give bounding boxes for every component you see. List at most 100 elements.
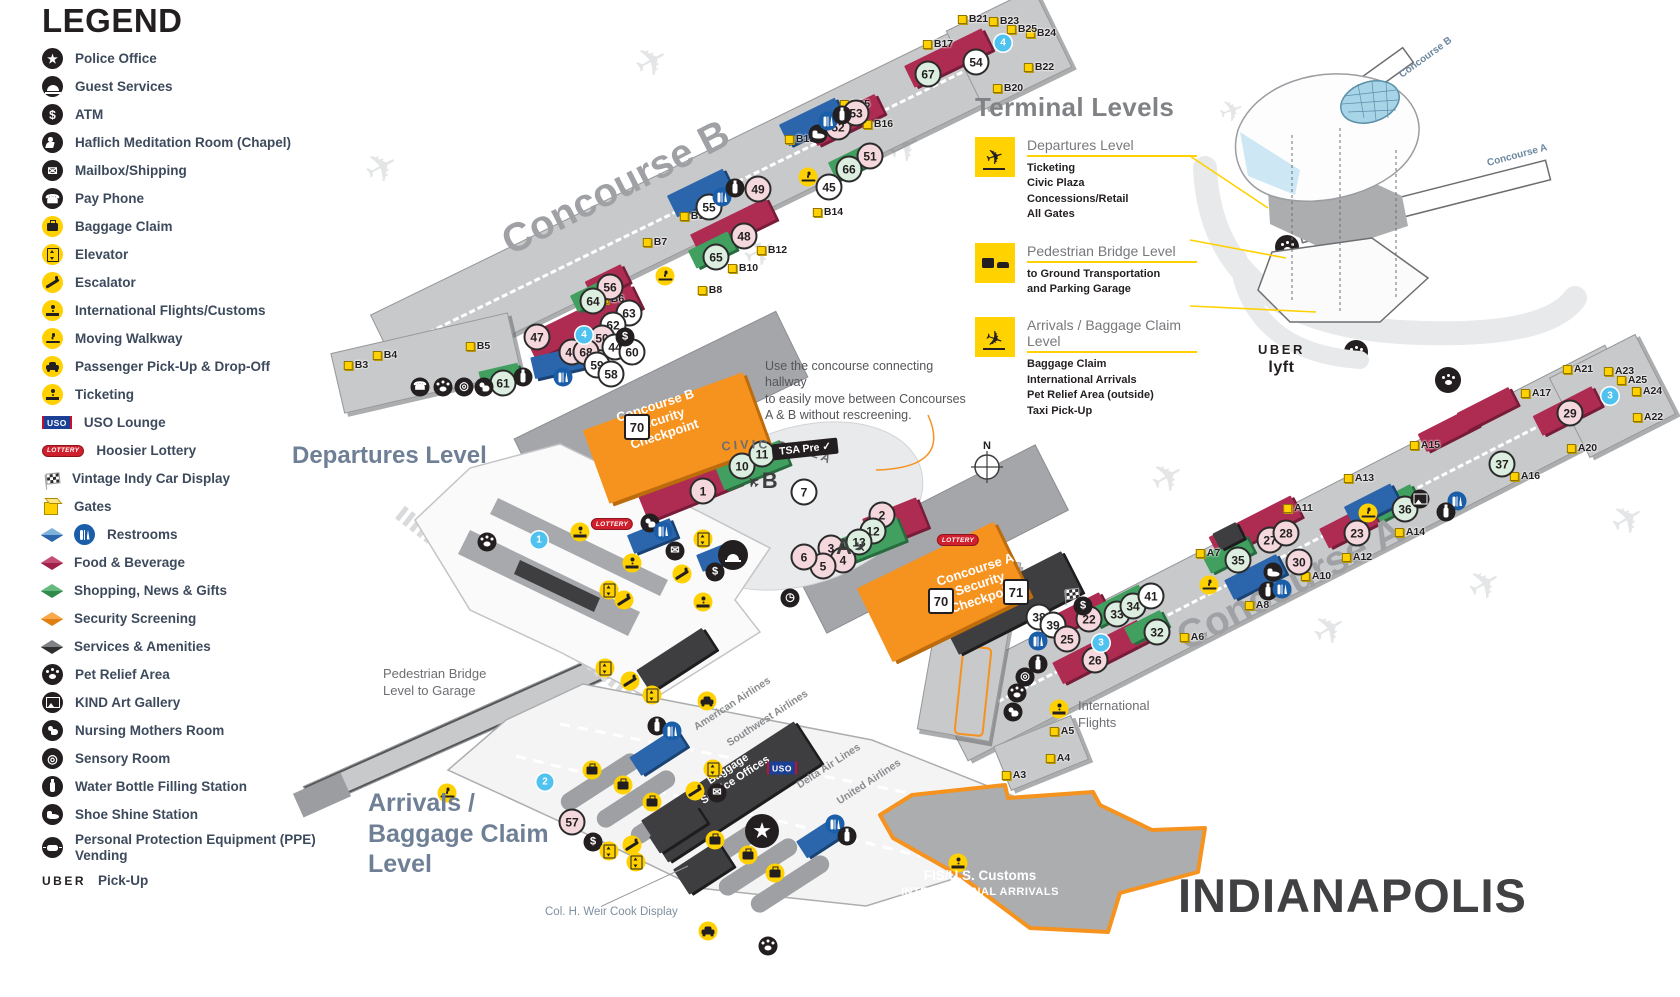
legend-item-label: Nursing Mothers Room — [75, 722, 225, 738]
nursing-mothers-shape — [645, 518, 655, 528]
to-concourse-a-pointer: A ✈ — [836, 534, 870, 560]
sensory-room-icon: ◎ — [454, 377, 474, 397]
fis-customs-floor — [878, 783, 1207, 934]
moving-walkway-shape — [1202, 579, 1216, 590]
gate-cube-icon — [727, 263, 737, 273]
uber-wordmark: UBER — [1258, 342, 1305, 357]
gate-A23: A23 — [1603, 365, 1634, 377]
police-office-icon-glyph: ★ — [47, 51, 58, 66]
to-concourse-b-pointer: ✈ B — [744, 468, 778, 494]
gate-cube-icon — [1179, 632, 1189, 642]
level-section-line: Pet Relief Area (outside) — [1027, 389, 1154, 402]
gate-cube-icon — [1409, 440, 1419, 450]
gate-label: A20 — [1577, 442, 1598, 454]
gate-label: B10 — [738, 262, 759, 274]
gate-B4: B4 — [372, 349, 397, 361]
restrooms-icon — [662, 721, 682, 741]
gate-A15: A15 — [1409, 439, 1441, 451]
kind-art-gallery-shape — [1413, 493, 1427, 505]
legend-item-passenger-pick-up-drop-off: Passenger Pick-Up & Drop-Off — [42, 356, 344, 377]
gate-cube-icon — [1509, 471, 1519, 481]
atm-glyph: $ — [621, 330, 629, 343]
legend-item-police-office: ★Police Office — [42, 48, 344, 69]
gate-cube-icon — [1283, 503, 1293, 513]
restrooms-icon — [1272, 579, 1292, 599]
escalator-shape — [689, 784, 702, 797]
restrooms-shape — [821, 116, 835, 126]
gate-label: A12 — [1352, 551, 1373, 563]
gate-label: A4 — [1056, 752, 1071, 764]
legend-item-label: Escalator — [75, 274, 136, 290]
gate-label: A8 — [1255, 599, 1270, 611]
restrooms-icon — [553, 367, 573, 387]
personal-protection-equipment-ppe-vending-icon — [42, 837, 63, 859]
nursing-mothers-icon — [474, 377, 494, 397]
location-marker-54: 54 — [962, 48, 990, 76]
escalator-icon — [614, 590, 634, 610]
sensory-room-icon-glyph: ◎ — [47, 751, 58, 766]
gate-cube-icon — [343, 360, 353, 370]
baggage-claim-shape — [586, 763, 598, 774]
gate-A5: A5 — [1049, 725, 1074, 737]
pay-phone-glyph: ☎ — [413, 380, 427, 393]
location-marker-35: 35 — [1224, 546, 1252, 574]
compass-north-label: N — [983, 440, 991, 452]
location-marker-7: 7 — [790, 478, 818, 506]
ghost-plane-icon: ✈ — [1459, 557, 1511, 613]
gate-A16: A16 — [1509, 470, 1540, 482]
level-section-line: All Gates — [1027, 208, 1075, 221]
escalator-icon — [622, 835, 642, 855]
water-bottle-shape — [839, 107, 845, 120]
shoe-shine-icon — [1263, 562, 1283, 582]
legend-item-label: Ticketing — [75, 386, 135, 402]
services-amenities-icon — [40, 639, 64, 654]
location-marker-13: 13 — [845, 528, 873, 556]
ticketing-icon-shape — [46, 388, 59, 400]
gate-cube-icon — [922, 39, 932, 49]
baggage-claim-shape — [646, 795, 658, 806]
pet-relief-shape — [480, 537, 491, 547]
location-marker-49: 49 — [744, 175, 772, 203]
escalator-icon — [42, 272, 63, 293]
personal-protection-equipment-ppe-vending-icon-shape — [43, 844, 62, 851]
plane-glyph: ✈ — [983, 143, 1007, 171]
moving-walkway-shape — [1361, 507, 1375, 518]
gate-cube-icon — [1603, 366, 1613, 376]
legend-item-label: Pet Relief Area — [75, 666, 170, 682]
diagram-roof — [1234, 73, 1420, 202]
gate-cube-icon — [992, 83, 1002, 93]
gate-A13: A13 — [1343, 472, 1374, 484]
gate-A4: A4 — [1045, 752, 1071, 764]
gate-cube-icon — [697, 285, 707, 295]
fis-customs-label: FIS/U.S. Customs — [923, 868, 1037, 883]
gate-cube-icon — [812, 207, 822, 217]
pick-up-icon: UBER — [42, 873, 87, 888]
escalator-shape — [626, 838, 639, 851]
passenger-pick-up-drop-off-icon-shape — [46, 362, 59, 372]
moving-walkway-icon — [655, 266, 675, 286]
gate-cube-icon — [1195, 548, 1205, 558]
elevator-shape — [707, 762, 719, 776]
ghost-plane-icon: ✈ — [356, 140, 408, 196]
gate-label: A25 — [1627, 374, 1648, 386]
diagram-road-arc — [1193, 156, 1587, 346]
shoe-shine-station-icon-shape — [46, 810, 59, 819]
level-section-line: Baggage Claim — [1027, 358, 1107, 371]
legend-item-nursing-mothers-room: Nursing Mothers Room — [42, 720, 344, 741]
gate-label: A7 — [1206, 547, 1221, 559]
legend-item-pay-phone: ☎Pay Phone — [42, 188, 344, 209]
pet-relief-shape — [761, 941, 772, 951]
security-screening-icon — [40, 611, 64, 626]
water-bottle-shape — [1265, 583, 1271, 596]
atm-icon: $ — [1073, 596, 1093, 616]
elevator-shape — [646, 688, 658, 702]
restrooms-shape — [828, 819, 842, 829]
gate-label: A15 — [1420, 439, 1441, 451]
gate-B8: B8 — [697, 284, 722, 296]
mailbox-shipping-icon-glyph: ✉ — [47, 163, 58, 178]
legend-item-label: International Flights/Customs — [75, 302, 266, 318]
elevator-icon-shape — [46, 247, 59, 262]
legend-item-label: USO Lounge — [83, 414, 166, 430]
gate-B24: B24 — [1025, 27, 1056, 39]
